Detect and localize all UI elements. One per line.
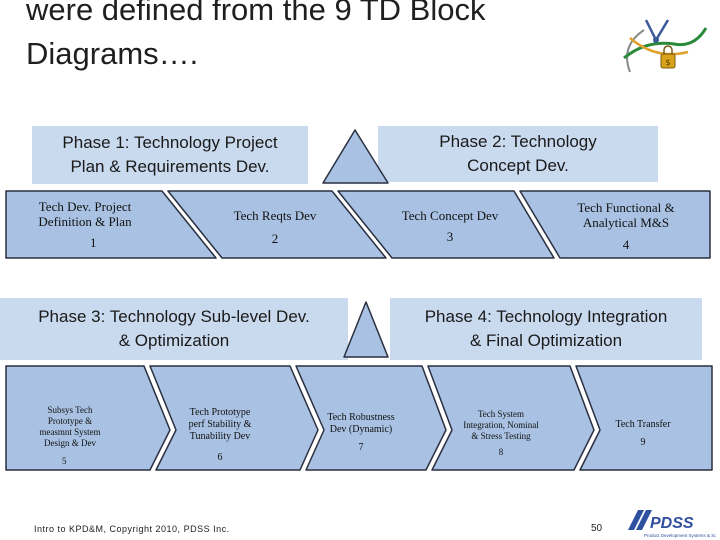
title-line-2: Diagrams…. (26, 36, 199, 71)
svg-text:Product Development Systems &: Product Development Systems & Solutions (644, 533, 716, 538)
block-1: Tech Dev. Project Definition & Plan 1 (10, 199, 160, 250)
slide-title: were defined from the 9 TD Block Diagram… (26, 0, 596, 76)
block-9-arrow (575, 365, 713, 471)
phase-1-2-gate-triangle (322, 129, 389, 184)
block-4-label: Tech Functional & Analytical M&S (577, 200, 675, 230)
block-7-number: 7 (358, 442, 364, 453)
svg-text:PDSS: PDSS (650, 515, 694, 532)
block-3-arrow (337, 190, 555, 259)
block-8-label: Tech System Integration, Nominal & Stres… (463, 409, 539, 441)
block-6-label: Tech Prototype perf Stability & Tunabili… (188, 407, 252, 442)
block-9-label: Tech Transfer (615, 419, 671, 430)
phase-1-label: Phase 1: Technology Project Plan & Requi… (32, 126, 308, 184)
block-3-number: 3 (446, 229, 454, 244)
phase-2-label: Phase 2: Technology Concept Dev. (378, 126, 658, 182)
block-7: Tech Robustness Dev (Dynamic) 7 (312, 412, 410, 454)
title-line-1: were defined from the 9 TD Block (26, 0, 486, 27)
block-9: Tech Transfer 9 (598, 419, 688, 449)
block-4-arrow (519, 190, 711, 259)
svg-text:$: $ (665, 58, 670, 67)
block-5: Subsys Tech Prototype & measmnt System D… (14, 405, 126, 467)
block-6: Tech Prototype perf Stability & Tunabili… (168, 407, 272, 464)
block-5-number: 5 (62, 456, 67, 466)
block-5-arrow (5, 365, 171, 471)
pdss-logo-icon: PDSS Product Development Systems & Solut… (628, 510, 716, 538)
block-3-label: Tech Concept Dev (401, 208, 499, 223)
block-2-arrow (167, 190, 387, 259)
block-8-arrow (427, 365, 595, 471)
page-number: 50 (591, 523, 603, 534)
block-4: Tech Functional & Analytical M&S 4 (556, 200, 696, 252)
block-7-label: Tech Robustness Dev (Dynamic) (327, 412, 395, 435)
block-1-number: 1 (90, 235, 97, 250)
phase-3-label: Phase 3: Technology Sub-level Dev. & Opt… (0, 298, 348, 360)
footer-copyright: Intro to KPD&M, Copyright 2010, PDSS Inc… (34, 524, 230, 534)
block-1-label: Tech Dev. Project Definition & Plan (38, 199, 132, 229)
block-6-arrow (149, 365, 319, 471)
block-2: Tech Reqts Dev 2 (210, 208, 340, 246)
block-9-number: 9 (640, 437, 646, 448)
block-2-number: 2 (271, 231, 279, 246)
block-7-arrow (295, 365, 447, 471)
block-2-label: Tech Reqts Dev (233, 208, 317, 223)
phase-4-label: Phase 4: Technology Integration & Final … (390, 298, 702, 360)
block-5-label: Subsys Tech Prototype & measmnt System D… (39, 405, 101, 448)
block-8: Tech System Integration, Nominal & Stres… (448, 409, 554, 458)
block-4-number: 4 (622, 237, 630, 252)
compass-logo-icon: $ (623, 19, 708, 73)
block-8-number: 8 (498, 447, 504, 457)
block-3: Tech Concept Dev 3 (382, 208, 518, 244)
block-1-arrow (5, 190, 217, 259)
block-6-number: 6 (217, 452, 223, 463)
phase-3-4-gate-triangle (343, 301, 389, 358)
